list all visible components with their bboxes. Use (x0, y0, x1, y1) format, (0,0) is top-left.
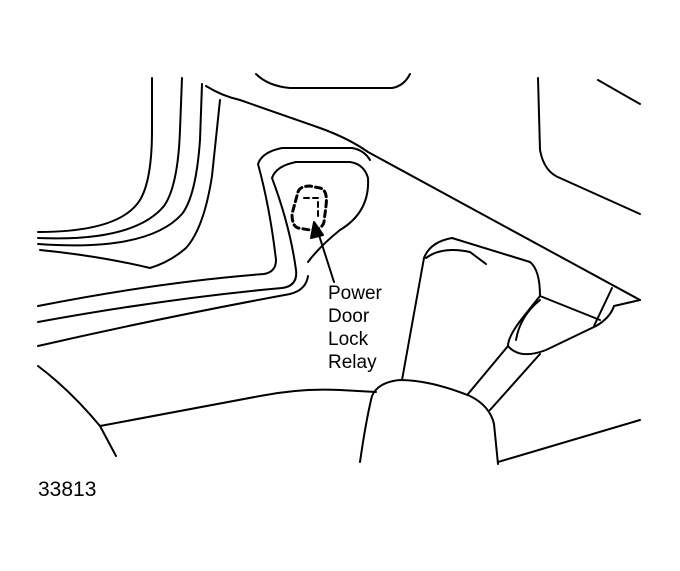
floor-right-edge (497, 419, 641, 463)
right-window-edge (537, 77, 641, 215)
left-panel-curve-4 (39, 99, 221, 269)
callout-line-1: Power (328, 283, 382, 304)
left-panel-curve-3 (37, 83, 203, 247)
floor-left-diagonal (37, 365, 117, 457)
pedal-strut-2 (593, 287, 613, 327)
callout-line-3: Lock (328, 329, 369, 350)
callout-arrow-head (310, 221, 324, 239)
left-panel-curve-1 (37, 77, 153, 233)
callout-line-2: Door (328, 306, 370, 327)
callout-arrow-shaft (317, 231, 335, 283)
pedal-strut-5 (489, 353, 541, 411)
floor-lower-edge (99, 388, 377, 427)
pedal-strut-3 (515, 299, 541, 341)
pedal-lower (507, 299, 641, 356)
pedal-bracket-inner (425, 249, 487, 265)
relay-dashed-outline (290, 184, 328, 232)
bracket-outer (37, 147, 371, 307)
pedal-strut-4 (467, 345, 509, 395)
bracket-inner (37, 161, 370, 323)
bracket-lower (37, 275, 309, 347)
pedal-strut (539, 295, 601, 321)
figure-number: 33813 (38, 478, 97, 501)
dash-top-opening (255, 73, 411, 89)
pedal-bracket (401, 237, 541, 381)
seat-cushion (359, 379, 499, 465)
dash-upper-edge (205, 85, 641, 301)
callout-line-4: Relay (328, 352, 377, 373)
right-window-top (597, 79, 641, 105)
left-panel-curve-2 (37, 77, 183, 240)
relay-inner-dashed (303, 197, 319, 219)
